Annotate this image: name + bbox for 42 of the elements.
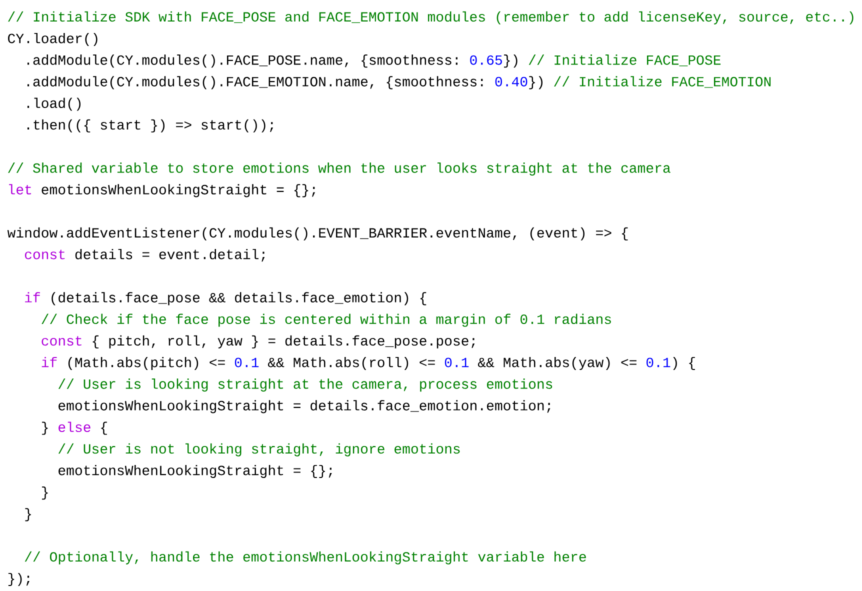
code-text: .addModule(CY.modules().FACE_POSE.name, {smoothness: — [27, 54, 458, 68]
code-comment: // Initialize FACE_POSE — [528, 54, 721, 66]
code-comment: // Shared variable to store emotions when the user looks straight at the camera — [8, 162, 670, 176]
code-text: }) — [504, 54, 518, 68]
code-keyword: let — [9, 184, 32, 194]
code-text: } — [42, 422, 48, 435]
code-keyword: if — [25, 292, 40, 302]
code-text: emotionsWhenLookingStraight = {}; — [42, 184, 316, 198]
code-comment: // Initialize SDK with FACE_POSE and FACE_EMOTION modules (remember to add licenseKey, source, etc..) — [8, 11, 854, 24]
code-text: emotionsWhenLookingStraight = {}; — [58, 464, 332, 478]
code-number: 0.40 — [495, 76, 528, 86]
code-text: && Math.abs(roll) <= — [268, 356, 435, 370]
code-text: }) — [529, 76, 543, 90]
code-comment: // User is looking straight at the camera, process emotions — [58, 378, 552, 392]
code-keyword: const — [24, 250, 65, 260]
code-number: 0.1 — [234, 358, 259, 368]
code-keyword: if — [42, 356, 57, 368]
code-text: (details.face_pose && details.face_emotion) { — [52, 292, 426, 306]
code-text: .then(({ start }) => start()); — [27, 119, 274, 132]
code-text: } — [42, 486, 48, 500]
code-comment: // User is not looking straight, ignore emotions — [58, 443, 460, 456]
code-text: emotionsWhenLookingStraight = details.face_emotion.emotion; — [58, 400, 550, 414]
code-number: 0.65 — [470, 55, 502, 65]
code-keyword: else — [58, 422, 90, 432]
code-text: (Math.abs(pitch) <= — [68, 356, 225, 370]
code-number: 0.1 — [444, 358, 469, 368]
code-text: .load() — [27, 98, 81, 111]
code-text: details = event.detail; — [75, 248, 265, 262]
code-text: } — [25, 508, 31, 522]
code-text: && Math.abs(yaw) <= — [478, 356, 636, 370]
code-comment: // Initialize FACE_EMOTION — [554, 76, 771, 88]
code-text: { — [101, 422, 107, 435]
code-number: 0.1 — [646, 358, 670, 368]
code-text: .addModule(CY.modules().FACE_EMOTION.name, {smoothness: — [27, 76, 483, 90]
code-text: { pitch, roll, yaw } = details.face_pose.pose; — [92, 335, 475, 348]
code-text: ) { — [673, 356, 695, 370]
code-text: }); — [8, 572, 30, 586]
code-comment: // Optionally, handle the emotionsWhenLookingStraight variable here — [24, 551, 586, 564]
code-comment: // Check if the face pose is centered within a margin of 0.1 radians — [42, 314, 611, 327]
code-keyword: const — [42, 336, 82, 346]
code-text: CY.loader() — [8, 32, 98, 46]
code-text: window.addEventListener(CY.modules().EVENT_BARRIER.eventName, (event) => { — [7, 227, 628, 240]
